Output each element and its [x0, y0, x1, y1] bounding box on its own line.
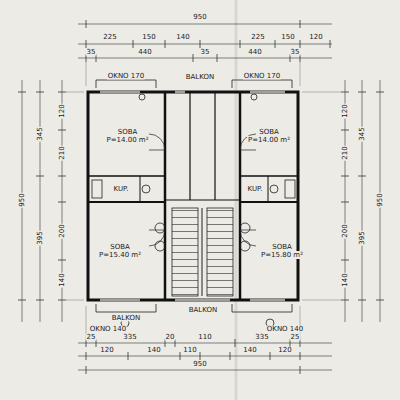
dimension-value: 950: [192, 361, 207, 368]
dimension-value: 120: [277, 347, 292, 354]
dimension-value: 395: [37, 230, 44, 245]
room-area: SOBAP=15.80 m²: [258, 206, 306, 296]
balconies: [96, 80, 292, 312]
plan-note: BALKON: [188, 307, 218, 314]
dimension-value: 950: [192, 14, 207, 21]
dimension-value: 120: [59, 103, 66, 118]
dimension-value: 140: [175, 34, 190, 41]
dimension-value: 140: [59, 272, 66, 287]
room-area-value: P=14.00 m²: [106, 136, 150, 144]
dimension-value: 25: [86, 334, 97, 341]
window-frames: [100, 91, 285, 301]
window-openings: [100, 92, 285, 300]
dimension-value: 395: [359, 230, 366, 245]
plan-note: BALKON: [111, 315, 141, 322]
dimension-value: 110: [182, 347, 197, 354]
dimension-value: 200: [342, 223, 349, 238]
room-area: KUP.: [103, 178, 139, 200]
dimension-value: 335: [254, 334, 269, 341]
room-area: SOBAP=15.40 m²: [95, 206, 145, 296]
dimension-value: 120: [342, 103, 349, 118]
room-name: KUP.: [247, 185, 264, 193]
dimension-value: 225: [102, 34, 117, 41]
walls: [88, 92, 298, 300]
dimension-value: 150: [280, 34, 295, 41]
plan-note: OKNO 140: [266, 326, 304, 333]
dimension-value: 345: [37, 126, 44, 141]
room-area: KUP.: [243, 178, 267, 200]
room-name: KUP.: [113, 185, 130, 193]
dimension-lines: [18, 20, 384, 374]
room-name: SOBA: [117, 128, 139, 136]
dimension-value: 345: [359, 126, 366, 141]
dimension-value: 140: [242, 347, 257, 354]
dimension-value: 35: [290, 49, 301, 56]
dimension-value: 150: [141, 34, 156, 41]
dimension-value: 120: [308, 34, 323, 41]
room-name: SOBA: [109, 243, 131, 251]
dimension-value: 140: [342, 272, 349, 287]
room-area-value: P=15.40 m²: [98, 251, 142, 259]
dimension-value: 225: [250, 34, 265, 41]
room-area-value: P=14.00 m²: [247, 136, 291, 144]
plan-note: BALKON: [185, 74, 215, 81]
dimension-value: 200: [59, 223, 66, 238]
room-area-value: P=15.80 m²: [260, 251, 304, 259]
plan-note: OKNO 170: [107, 73, 145, 80]
dimension-value: 120: [99, 347, 114, 354]
dimension-value: 950: [19, 192, 26, 207]
room-area: SOBAP=14.00 m²: [95, 100, 160, 172]
room-name: SOBA: [271, 243, 293, 251]
room-name: SOBA: [258, 128, 280, 136]
dimension-value: 140: [146, 347, 161, 354]
dimension-value: 440: [137, 49, 152, 56]
plan-note: OKNO 170: [243, 73, 281, 80]
dimension-value: 950: [377, 192, 384, 207]
dimension-value: 110: [197, 334, 212, 341]
dimension-value: 35: [86, 49, 97, 56]
dimension-value: 335: [122, 334, 137, 341]
dimension-value: 210: [342, 145, 349, 160]
dimension-value: 440: [247, 49, 262, 56]
extension-lines: [66, 62, 341, 339]
dimension-value: 210: [59, 145, 66, 160]
sanitary-fixtures: [92, 94, 295, 327]
dimension-value: 25: [290, 334, 301, 341]
dimension-value: 20: [165, 334, 176, 341]
dimension-value: 35: [200, 49, 211, 56]
room-area: SOBAP=14.00 m²: [243, 100, 295, 172]
staircase: [172, 208, 233, 296]
plan-note: OKNO 140: [89, 326, 127, 333]
